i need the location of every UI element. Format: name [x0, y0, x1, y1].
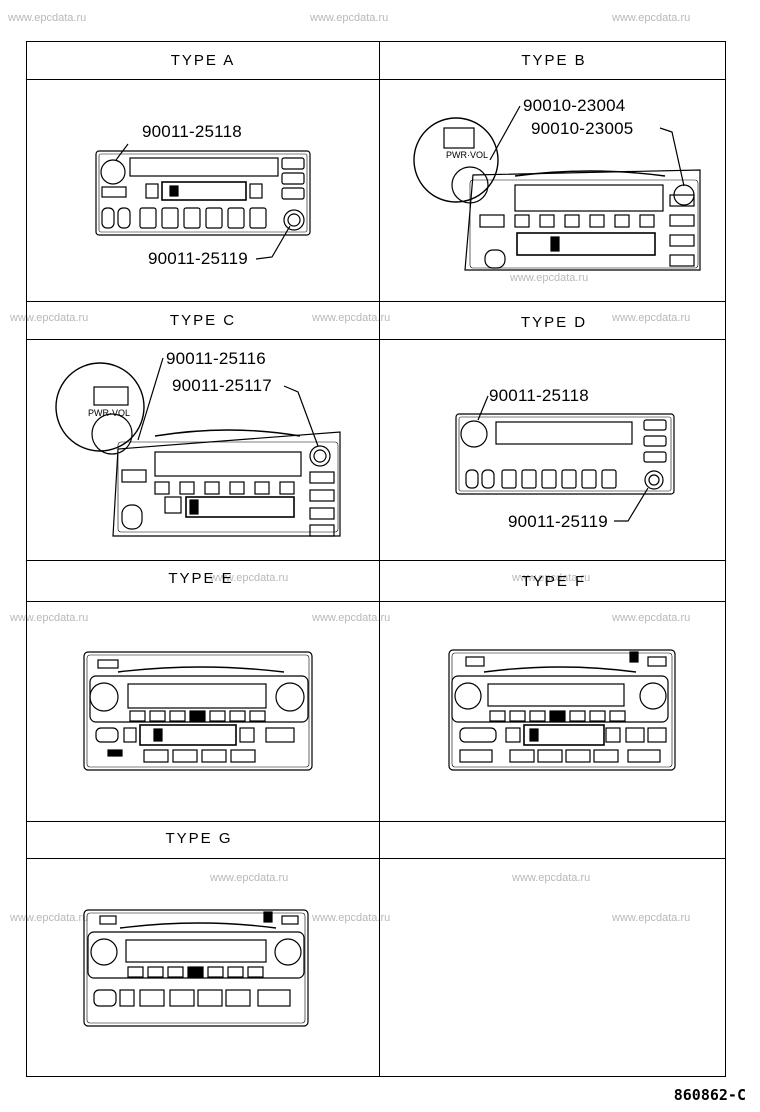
grid-divider — [27, 79, 725, 80]
grid-divider — [27, 339, 725, 340]
watermark: www.epcdata.ru — [512, 572, 591, 584]
svg-text:PWR·VOL: PWR·VOL — [446, 150, 488, 160]
part-number: 90010-23004 — [523, 96, 626, 115]
watermark: www.epcdata.ru — [210, 572, 289, 584]
magnifier-icon — [55, 362, 145, 452]
watermark: www.epcdata.ru — [612, 612, 691, 624]
radio-unit-type-d — [455, 395, 675, 522]
radio-unit-type-b: PWR·VOL — [413, 105, 701, 271]
panel-title: TYPE A — [170, 52, 236, 69]
watermark: www.epcdata.ru — [210, 872, 289, 884]
panel-title: TYPE C — [169, 312, 237, 329]
part-number: 90011-25117 — [172, 376, 272, 395]
panel-title: TYPE E — [168, 570, 234, 587]
watermark: www.epcdata.ru — [10, 912, 89, 924]
grid-divider — [379, 42, 380, 1076]
part-number: 90011-25118 — [142, 122, 242, 141]
watermark: www.epcdata.ru — [612, 912, 691, 924]
radio-unit-type-a — [95, 143, 311, 260]
watermark: www.epcdata.ru — [10, 612, 89, 624]
part-number: 90011-25119 — [508, 512, 608, 531]
watermark: www.epcdata.ru — [312, 612, 391, 624]
part-number: 90010-23005 — [531, 119, 634, 138]
panel-title: TYPE G — [165, 830, 233, 847]
watermark: www.epcdata.ru — [312, 912, 391, 924]
grid-divider — [27, 821, 725, 822]
svg-text:PWR·VOL: PWR·VOL — [88, 408, 130, 418]
watermark: www.epcdata.ru — [612, 12, 691, 24]
watermark: www.epcdata.ru — [8, 12, 87, 24]
watermark: www.epcdata.ru — [612, 312, 691, 324]
knob-icon — [100, 159, 126, 185]
panel-title: TYPE D — [520, 314, 588, 331]
watermark: www.epcdata.ru — [512, 872, 591, 884]
grid-divider — [27, 601, 725, 602]
radio-unit-type-g — [83, 909, 309, 1027]
radio-unit-type-f — [448, 649, 676, 771]
grid-divider — [27, 560, 725, 561]
radio-unit-type-c: PWR·VOL — [55, 357, 341, 537]
figure-number: 860862-C — [673, 1086, 746, 1104]
radio-unit-type-e — [83, 651, 313, 771]
part-number: 90011-25116 — [166, 349, 266, 368]
knob-icon — [460, 420, 488, 448]
grid-divider — [27, 301, 725, 302]
panel-title: TYPE B — [521, 52, 587, 69]
watermark: www.epcdata.ru — [10, 312, 89, 324]
panel-title: TYPE F — [521, 573, 587, 590]
watermark: www.epcdata.ru — [310, 12, 389, 24]
watermark: www.epcdata.ru — [312, 312, 391, 324]
watermark: www.epcdata.ru — [510, 272, 589, 284]
grid-divider — [27, 858, 725, 859]
magnifier-icon — [413, 117, 499, 203]
diagram-grid — [26, 41, 726, 1077]
part-number: 90011-25118 — [489, 386, 589, 405]
part-number: 90011-25119 — [148, 249, 248, 268]
